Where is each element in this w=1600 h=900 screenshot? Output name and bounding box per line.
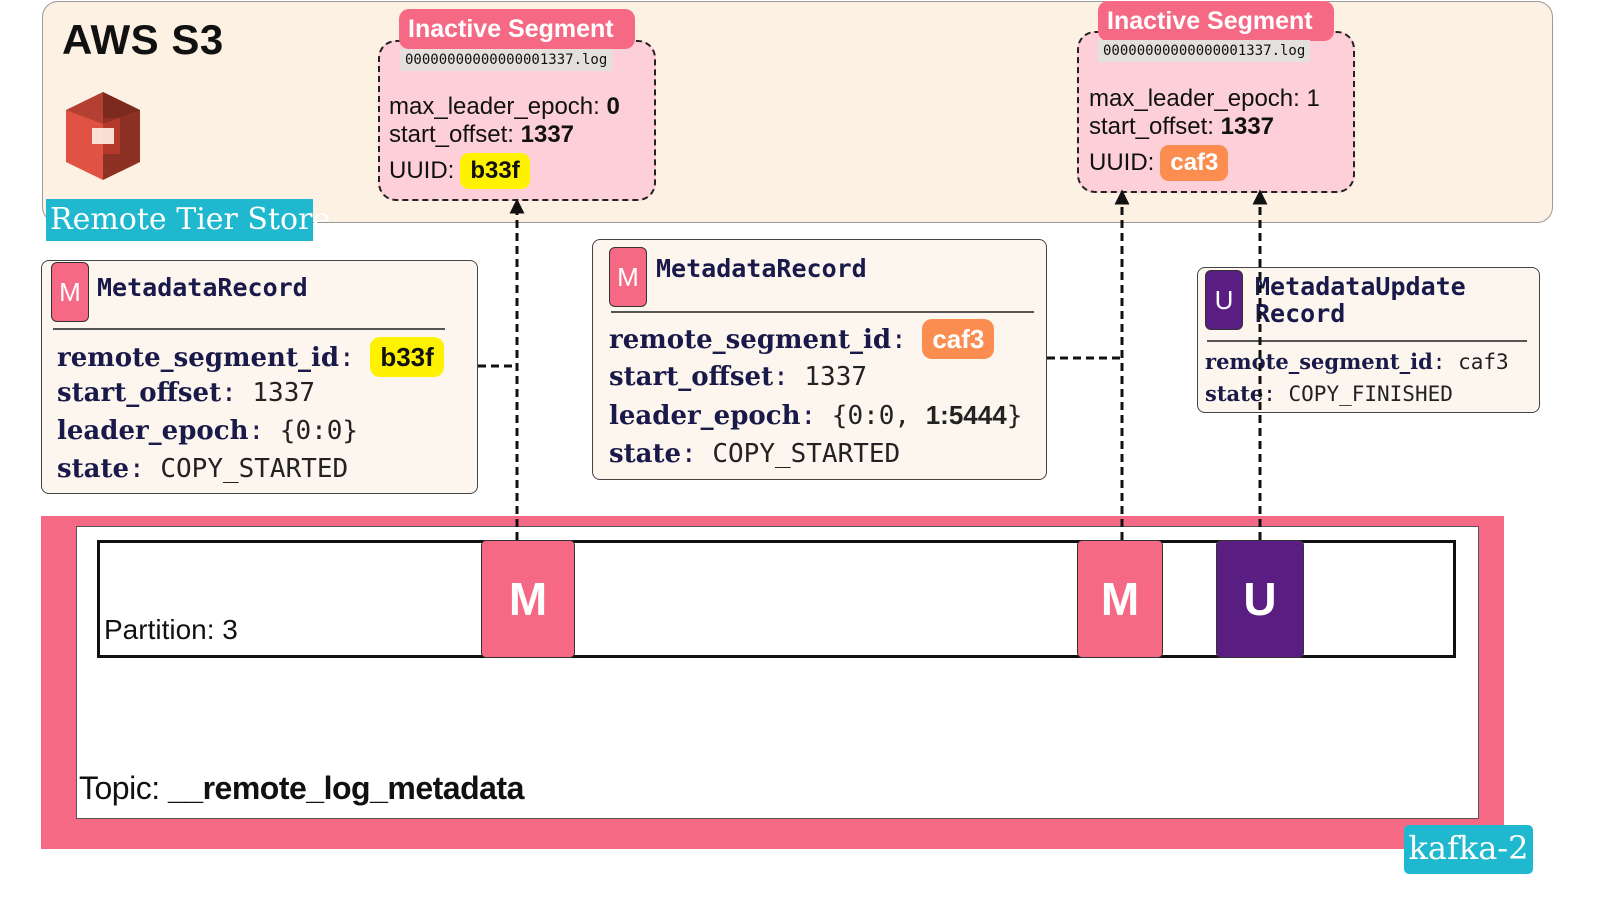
segment-1-start-offset: start_offset: 1337 xyxy=(389,121,575,148)
field-leader-epoch: leader_epoch: {0:0} xyxy=(57,416,359,446)
card-divider xyxy=(1207,340,1527,342)
field-remote-segment-id: remote_segment_id: caf3 xyxy=(1205,349,1509,374)
metadata-record-title: MetadataRecord xyxy=(97,273,308,302)
log-entry-metadata-record-2[interactable]: M xyxy=(1077,540,1163,658)
field-leader-epoch: leader_epoch: {0:0, 1:5444} xyxy=(609,400,1023,431)
uuid-chip-caf3: caf3 xyxy=(1160,145,1229,181)
field-start-offset: start_offset: 1337 xyxy=(609,362,868,392)
partition-label: Partition: 3 xyxy=(104,614,238,645)
metadata-record-badge: M xyxy=(51,262,89,322)
segment-1-max-leader-epoch: max_leader_epoch: 0 xyxy=(389,93,620,120)
log-entry-metadata-record-1[interactable]: M xyxy=(481,540,575,658)
segment-2-uuid: UUID:caf3 xyxy=(1089,145,1229,181)
card-divider xyxy=(53,328,445,330)
field-remote-segment-id: remote_segment_id: caf3 xyxy=(609,319,995,359)
log-entry-metadata-update[interactable]: U xyxy=(1216,540,1304,658)
field-start-offset: start_offset: 1337 xyxy=(57,378,316,408)
metadata-record-card-1 xyxy=(41,260,478,494)
metadata-record-card-2 xyxy=(592,239,1047,480)
aws-s3-bucket-icon xyxy=(62,88,144,184)
field-state: state: COPY_FINISHED xyxy=(1205,381,1453,406)
segment-1-filename: 00000000000000001337.log xyxy=(400,49,613,71)
segment-2-tag: Inactive Segment xyxy=(1098,1,1334,41)
segment-2-filename: 00000000000000001337.log xyxy=(1098,40,1311,62)
metadata-record-title: MetadataRecord xyxy=(656,254,867,283)
storage-title: AWS S3 xyxy=(62,16,224,63)
card-divider xyxy=(611,311,1034,313)
segment-2-max-leader-epoch: max_leader_epoch: 1 xyxy=(1089,85,1320,112)
segment-1-tag: Inactive Segment xyxy=(399,9,635,49)
segment-2-start-offset: start_offset: 1337 xyxy=(1089,113,1275,140)
remote-tier-store-label: Remote Tier Store xyxy=(46,199,330,241)
uuid-chip-b33f: b33f xyxy=(460,153,530,189)
metadata-record-badge: M xyxy=(609,247,647,307)
field-state: state: COPY_STARTED xyxy=(609,439,901,469)
segment-1-uuid: UUID:b33f xyxy=(389,153,530,189)
metadata-update-badge: U xyxy=(1205,270,1243,330)
topic-label: Topic: __remote_log_metadata xyxy=(79,770,524,806)
field-remote-segment-id: remote_segment_id: b33f xyxy=(57,337,444,377)
field-state: state: COPY_STARTED xyxy=(57,454,349,484)
broker-label: kafka-2 xyxy=(1404,825,1533,874)
